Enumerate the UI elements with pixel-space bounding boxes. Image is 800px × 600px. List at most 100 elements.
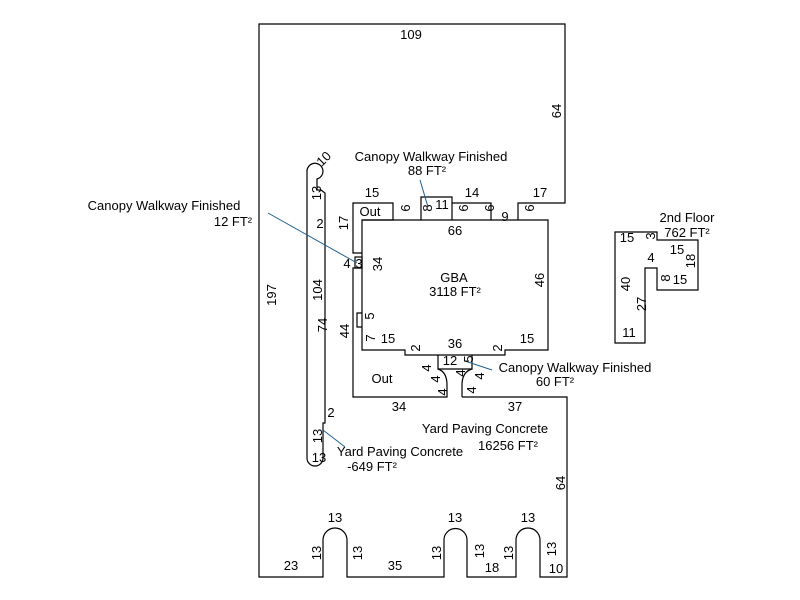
dimension-label: 64 [553,476,568,490]
dimension-label: 2 [327,405,334,420]
dimension-label: 9 [501,209,508,224]
dimension-label: 6 [522,204,537,211]
dimension-label: 109 [400,27,422,42]
dimension-label: 15 [620,230,634,245]
dimension-label: 13 [448,510,462,525]
dimension-label: 44 [337,324,352,338]
dimension-label: 11 [435,197,449,212]
leader-canopy-88 [419,179,429,208]
yard-main-label: Yard Paving Concrete [422,421,548,436]
dimension-label: 27 [634,297,649,311]
dimension-label: 13 [310,429,325,443]
dimension-label: 13 [312,450,326,465]
dimension-label: 13 [309,546,324,560]
dimension-label: 18 [485,560,499,575]
dimension-label: 7 [363,334,378,341]
out-bottom-outline [352,267,448,398]
dimension-label: 2 [408,344,423,351]
dimension-label: 13 [544,542,559,556]
yard-negative-strip [306,162,326,467]
dimension-label: 10 [313,148,334,169]
dimension-label: 104 [310,279,325,301]
dimension-label: 2 [316,216,323,231]
dimension-label: 17 [336,216,351,230]
dimension-label: 6 [482,204,497,211]
dimension-label: 13 [501,546,516,560]
dimension-label: 5 [362,312,377,319]
dimension-label: 13 [309,186,324,200]
dimension-label: 74 [315,318,330,332]
out-bottom-label: Out [372,371,393,386]
dimension-label: 18 [683,254,698,268]
dimension-label: 5 [461,355,476,362]
second-floor-area: 762 FT² [664,225,710,240]
dimension-label: 12 [443,353,457,368]
outlines [258,23,699,578]
dimension-label: 17 [533,185,547,200]
dimension-label: 4 [464,386,479,393]
yard-main-area: 16256 FT² [478,438,539,453]
dimension-label: 3 [643,232,658,239]
dimension-label: 15 [670,242,684,257]
dimension-label: 4 [453,369,468,376]
dimension-label: 4 [647,250,654,265]
leader-yard-neg [322,429,346,448]
canopy-60-label: Canopy Walkway Finished [499,360,652,375]
leader-canopy-60 [464,360,493,371]
dimension-label: 14 [465,185,479,200]
dimension-label: 13 [429,546,444,560]
gba-label: GBA [440,270,468,285]
dimension-label: 13 [521,510,535,525]
canopy-60-area: 60 FT² [536,374,575,389]
dimension-label: 10 [549,561,563,576]
dimension-label: 11 [622,325,636,340]
dimension-label: 15 [381,331,395,346]
dimension-label: 46 [532,273,547,287]
dimension-label: 4 [428,375,443,382]
dimension-label: 15 [365,185,379,200]
canopy-60-box [437,355,473,370]
gba-outline [361,219,549,356]
canopy-12-area: 12 FT² [214,214,253,229]
out-top-label: Out [360,204,381,219]
dimension-label: 40 [618,277,633,291]
dimension-label: 34 [392,399,406,414]
second-floor-outline [614,231,699,344]
leader-canopy-12 [267,212,358,264]
dimension-label: 8 [420,204,435,211]
dimension-label: 34 [370,257,385,271]
dimension-label: 2 [490,344,505,351]
gba-area: 3118 FT² [429,284,481,299]
dimension-label: 35 [388,558,402,573]
canopy-12-label: Canopy Walkway Finished [88,198,241,213]
yard-neg-label: Yard Paving Concrete [337,444,463,459]
dimension-label: 36 [448,336,462,351]
dimension-label: 13 [472,544,487,558]
dimension-label: 197 [264,284,279,306]
area-labels: GBA 3118 FT² Canopy Walkway Finished 88 … [88,149,715,474]
dimension-label: 4 [419,364,434,371]
canopy-88-box [420,196,453,220]
passage-right-wall [461,368,473,397]
lot-boundary [258,23,568,578]
bump-14-box [452,202,492,220]
dimension-label: 15 [520,331,534,346]
dimension-label: 64 [549,104,564,118]
dimension-label: 6 [456,204,471,211]
out-top-box [352,202,394,254]
dimension-label: 66 [448,223,462,238]
canopy-88-label: Canopy Walkway Finished [355,149,508,164]
dimension-label: 3 [355,256,362,271]
dimension-label: 4 [343,256,350,271]
dimension-label: 8 [658,274,673,281]
leader-lines [267,179,493,448]
dimension-label: 13 [328,510,342,525]
gba-left-notch [356,312,362,328]
canopy-88-area: 88 FT² [408,163,447,178]
dimension-label: 4 [435,388,450,395]
dimension-label: 13 [350,546,365,560]
dimension-label: 4 [472,372,487,379]
